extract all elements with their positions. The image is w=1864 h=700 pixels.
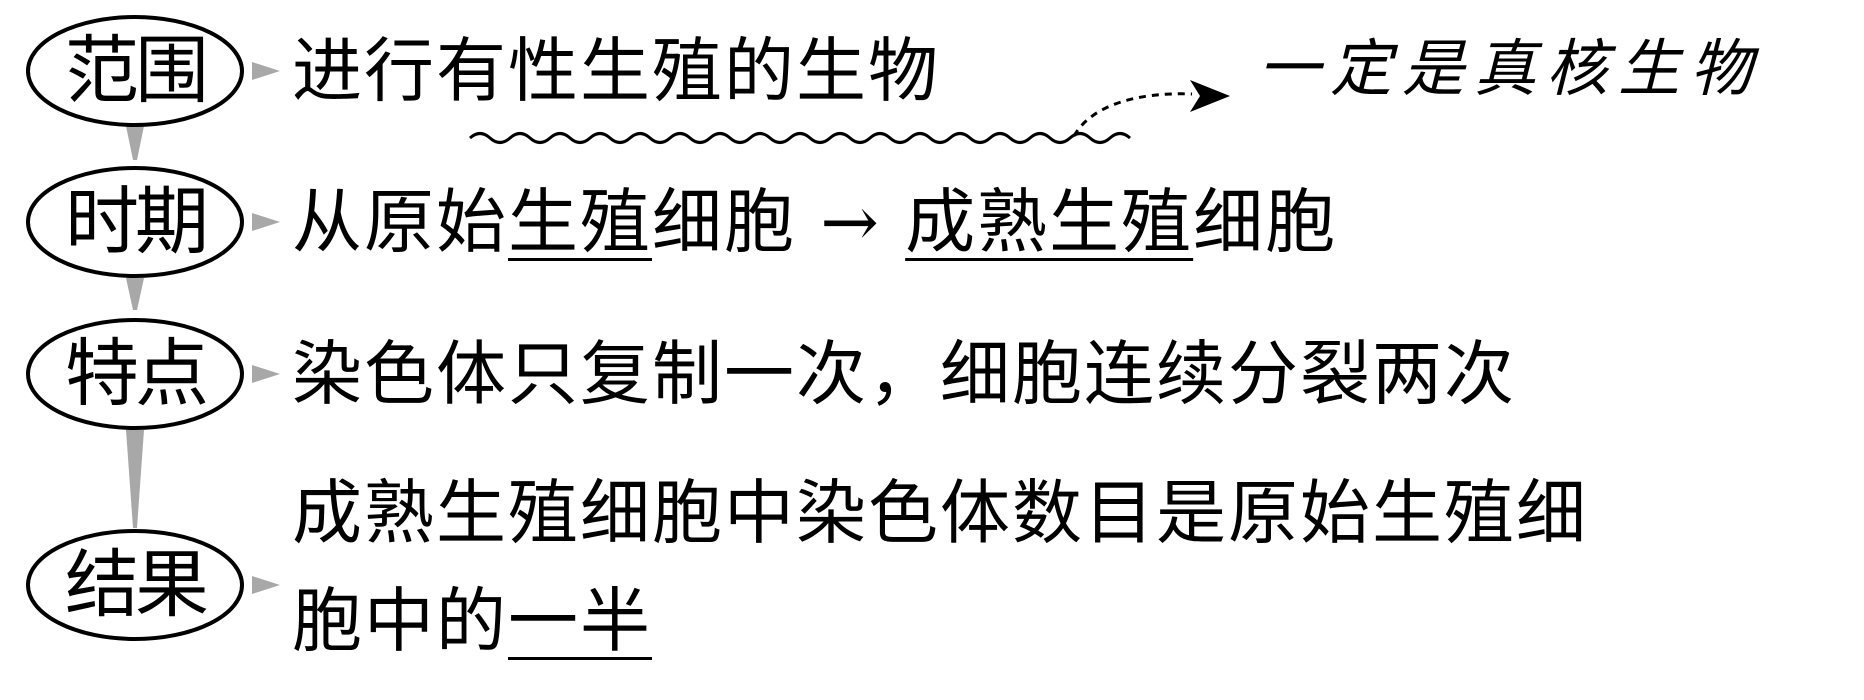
- label-result: 结果: [65, 542, 209, 628]
- period-part-3: 细胞: [1193, 181, 1338, 263]
- oval-range: [26, 15, 244, 127]
- period-part-2: 细胞 →: [652, 181, 906, 263]
- period-blank-2: 成熟生殖: [905, 181, 1194, 263]
- annotation-text: 一定是真核生物: [1258, 32, 1763, 105]
- right-arrow-tips: [252, 62, 280, 594]
- feature-text: 染色体只复制一次，细胞连续分裂两次: [292, 333, 1516, 415]
- range-text: 进行有性生殖的生物: [292, 30, 940, 112]
- label-feature: 特点: [65, 331, 209, 417]
- result-line-1: 成熟生殖细胞中染色体数目是原始生殖细: [292, 472, 1588, 554]
- period-blank-1: 生殖: [508, 181, 652, 263]
- oval-result: [26, 529, 244, 641]
- arrow-tip-period: [252, 213, 280, 231]
- result-line-2-prefix: 胞中的: [292, 580, 508, 662]
- vertical-connectors: [126, 126, 144, 528]
- label-ovals: [26, 15, 244, 641]
- oval-period: [26, 166, 244, 278]
- connector-range-to-period: [126, 126, 144, 160]
- arrow-tip-result: [252, 576, 280, 594]
- wavy-underline: [468, 132, 1132, 144]
- connector-feature-to-result: [126, 430, 144, 528]
- result-blank: 一半: [508, 580, 652, 662]
- arrow-tip-feature: [252, 365, 280, 383]
- result-line-2: 胞中的一半: [292, 586, 1588, 656]
- period-part-1: 从原始: [292, 181, 508, 263]
- result-text: 成熟生殖细胞中染色体数目是原始生殖细 胞中的一半: [292, 478, 1588, 656]
- label-period: 时期: [65, 179, 209, 265]
- dotted-arrow-head: [1190, 80, 1230, 112]
- period-text: 从原始生殖细胞 → 成熟生殖细胞: [292, 187, 1337, 257]
- label-range: 范围: [65, 28, 209, 114]
- oval-feature: [26, 318, 244, 430]
- dotted-curve-arrow: [1072, 92, 1193, 137]
- arrow-tip-range: [252, 62, 280, 80]
- connector-period-to-feature: [126, 278, 144, 310]
